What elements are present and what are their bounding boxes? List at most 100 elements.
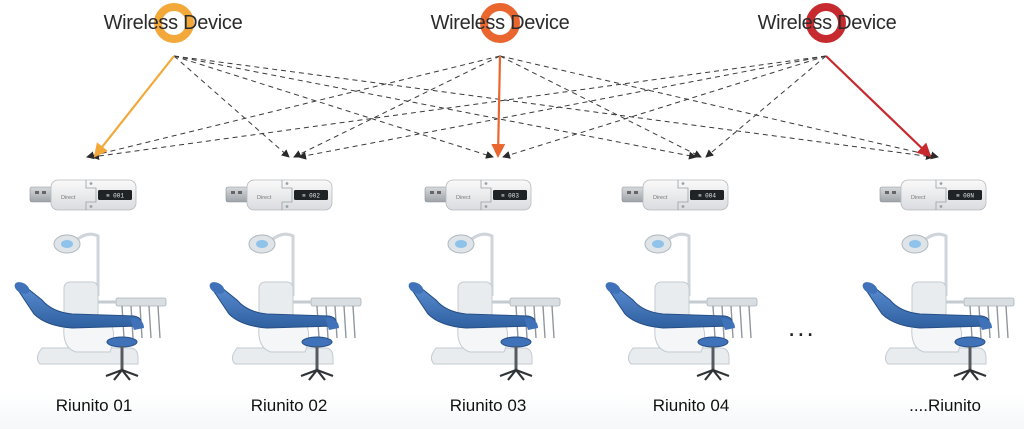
stool-seat <box>106 336 138 348</box>
primary-link-1 <box>93 55 175 158</box>
lamp-lens <box>256 240 268 248</box>
dongle-code: ≡ 003 <box>501 192 519 199</box>
dental-chair-5 <box>862 232 1015 381</box>
instrument-hose <box>551 305 555 339</box>
instrument-tray <box>509 297 561 307</box>
chair-headrest <box>862 282 878 294</box>
dongle-dot <box>89 205 93 208</box>
instrument-tray <box>706 297 758 307</box>
chair-pedestal <box>457 325 509 353</box>
dongle-plug-hole <box>892 191 896 194</box>
dongle-code: ≡ 002 <box>302 192 320 199</box>
chair-base <box>231 347 334 365</box>
dongle-display <box>294 190 328 200</box>
dongle-display <box>493 190 527 200</box>
dongle-dot <box>939 205 943 208</box>
dashed-link-1-to-2 <box>173 55 290 158</box>
dongle-body <box>246 179 333 211</box>
dongle-seam <box>480 180 492 210</box>
dongle-brand: Direct <box>61 195 76 201</box>
stool-legs <box>300 368 334 381</box>
dongle-plug <box>879 186 903 203</box>
dongle-dot <box>681 182 685 185</box>
dongle-plug <box>621 186 645 203</box>
dongle-seam <box>677 180 689 210</box>
dashed-link-2-to-2 <box>293 55 501 158</box>
dongle-seam <box>85 180 97 210</box>
chair-pedestal <box>63 325 115 353</box>
dental-chair-3 <box>408 232 561 381</box>
dashed-link-3-to-4 <box>705 55 827 158</box>
chair-pedestal <box>654 325 706 353</box>
dongle-plug-hole <box>238 191 242 194</box>
chair-headrest <box>408 282 424 294</box>
dongle-plug-hole <box>885 191 889 194</box>
instrument-hose <box>739 305 743 339</box>
instrument-hose <box>1005 305 1009 339</box>
chair-base <box>627 347 730 365</box>
primary-link-3 <box>825 55 932 158</box>
station-label-1: Riunito 01 <box>55 396 133 415</box>
station-label-5: ....Riunito <box>909 396 981 415</box>
dongle-dot <box>89 182 93 185</box>
chair-footrest <box>721 318 735 330</box>
usb-dongle-1: Direct ≡ 001 <box>29 179 137 211</box>
lamp-lens <box>909 240 921 248</box>
usb-dongle-3: Direct ≡ 003 <box>424 179 532 211</box>
dashed-link-3-to-1 <box>91 55 827 161</box>
stool-seat <box>954 336 986 348</box>
dashed-link-1-to-3 <box>173 55 494 159</box>
usb-dongle-5: Direct≡ 00N <box>879 179 987 211</box>
chair-pedestal <box>911 325 963 353</box>
dongle-display <box>690 190 724 200</box>
dashed-link-1-to-4 <box>173 55 697 160</box>
dongle-seam <box>281 180 293 210</box>
dongle-body <box>50 179 137 211</box>
instrument-hose <box>352 305 356 339</box>
stool-legs <box>105 368 139 381</box>
wireless-device-ring-2 <box>480 3 520 43</box>
dongle-seam <box>935 180 947 210</box>
dongle-body <box>900 179 987 211</box>
dongle-plug-hole <box>231 191 235 194</box>
dongle-body <box>642 179 729 211</box>
stool-seat <box>301 336 333 348</box>
wireless-device-ring-3 <box>806 3 846 43</box>
usb-dongle-4: Direct≡ 004 <box>621 179 729 211</box>
dongle-code: ≡ 001 <box>106 192 124 199</box>
wireless-device-label-1: Wireless Device <box>103 12 243 34</box>
wireless-device-label-2: Wireless Device <box>430 12 570 34</box>
stool-legs <box>953 368 987 381</box>
wireless-device-label-3: Wireless Device <box>757 12 897 34</box>
dashed-link-3-to-3 <box>502 55 827 159</box>
chairs-layer <box>14 232 1015 381</box>
dongle-plug <box>225 186 249 203</box>
chair-pedestal <box>258 325 310 353</box>
dongle-plug <box>424 186 448 203</box>
instrument-hose <box>148 305 152 339</box>
chair-base <box>36 347 139 365</box>
dongle-brand: Direct <box>257 195 272 201</box>
dongle-brand: Direct <box>456 195 471 201</box>
lamp-lens <box>455 240 467 248</box>
dongle-code: ≡ 00N <box>956 192 974 199</box>
more-stations-ellipsis: ... <box>788 312 816 342</box>
dongle-display <box>948 190 982 200</box>
rings-layer <box>154 3 846 43</box>
stool-seat <box>697 336 729 348</box>
dongle-body <box>445 179 532 211</box>
instrument-hose <box>996 305 1000 339</box>
station-label-3: Riunito 03 <box>449 396 527 415</box>
dashed-link-2-to-4 <box>499 55 702 158</box>
dongle-dot <box>939 182 943 185</box>
station-label-4: Riunito 04 <box>652 396 730 415</box>
dongle-dot <box>285 182 289 185</box>
instrument-hose <box>157 305 161 339</box>
dashed-link-1-to-5 <box>173 55 934 161</box>
dongle-dot <box>285 205 289 208</box>
dongle-plug <box>29 186 53 203</box>
instrument-tray <box>115 297 167 307</box>
stool-legs <box>696 368 730 381</box>
instrument-tray <box>310 297 362 307</box>
